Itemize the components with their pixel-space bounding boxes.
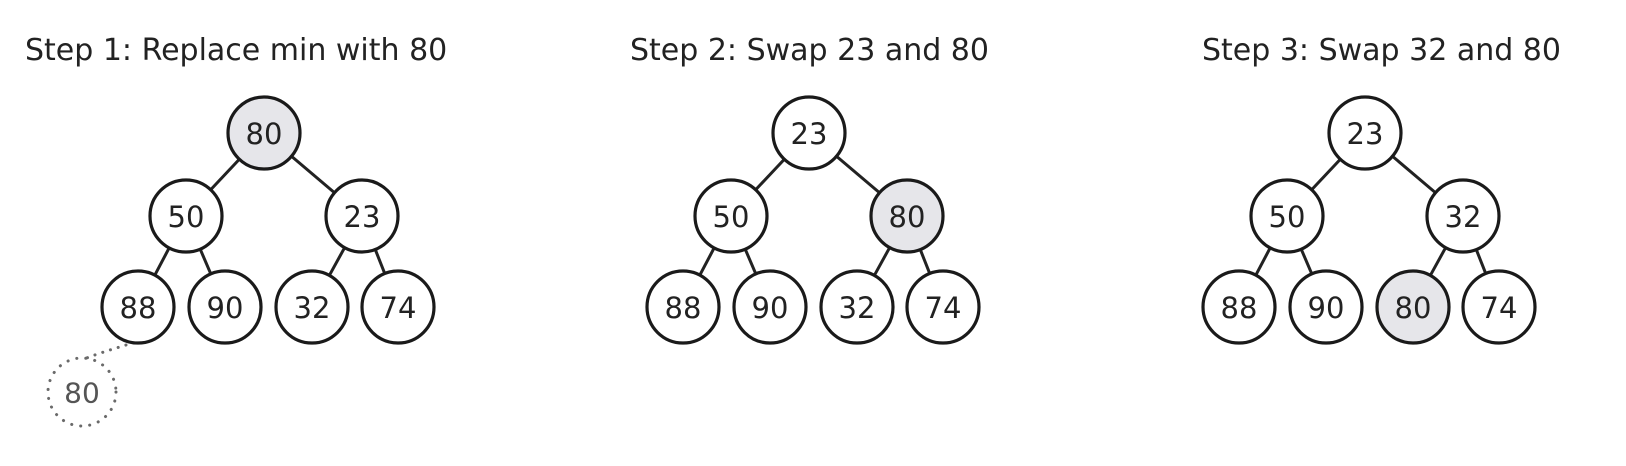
node-circle [693,178,769,254]
node-value: 23 [344,200,381,234]
heap-node: 50 [693,178,769,254]
heap-node: 88 [645,269,721,345]
tree-edge [1254,247,1272,276]
node-circle [187,269,263,345]
tree-edge [153,247,171,276]
tree-edge [698,247,716,276]
highlighted-node-circle [869,178,945,254]
heap-node: 90 [187,269,263,345]
ghost-connector [80,343,128,362]
node-circle [1288,269,1364,345]
node-value: 23 [791,117,828,151]
step-title: Step 3: Swap 32 and 80 [1202,33,1561,68]
tree-edge [918,248,932,275]
step-1-panel: Step 1: Replace min with 80 80 50 23 88 90 32 7… [25,33,447,428]
step-3-panel: Step 3: Swap 32 and 80 23 50 32 88 90 80 74 [1201,33,1561,345]
heap-node: 80 [869,178,945,254]
node-value: 88 [1221,291,1258,325]
heap-node: 74 [1461,269,1537,345]
node-circle [274,269,350,345]
heap-node: 23 [771,95,847,171]
node-value: 32 [1445,200,1482,234]
node-circle [645,269,721,345]
heap-node: 32 [819,269,895,345]
node-value: 90 [1308,291,1345,325]
tree-edge [198,248,213,275]
node-value: 74 [380,291,417,325]
node-circle [1461,269,1537,345]
tree-edge [1299,248,1314,275]
step-title: Step 1: Replace min with 80 [25,33,447,68]
node-value: 90 [752,291,789,325]
node-value: 50 [713,200,750,234]
tree-edge [373,248,387,275]
node-value: 90 [207,291,244,325]
tree-edge [754,158,786,191]
heap-node: 23 [1327,95,1403,171]
heap-node: 90 [1288,269,1364,345]
node-value: 74 [1481,291,1518,325]
tree-edge [743,248,758,275]
node-circle [100,269,176,345]
tree-edge [835,155,881,194]
node-circle [324,178,400,254]
tree-edge [1429,246,1447,277]
node-circle [148,178,224,254]
node-circle [905,269,981,345]
heap-node: 74 [360,269,436,345]
heap-node: 88 [100,269,176,345]
removed-node-ghost: 80 [46,343,128,428]
node-value: 74 [925,291,962,325]
heap-node: 80 [1375,269,1451,345]
node-circle [1425,178,1501,254]
tree-edge [328,246,346,277]
heap-node: 23 [324,178,400,254]
tree-edge [1310,158,1342,191]
node-value: 50 [1269,200,1306,234]
heap-node: 74 [905,269,981,345]
node-circle [771,95,847,171]
tree-edge [290,155,336,194]
heap-node: 90 [732,269,808,345]
node-value: 80 [246,117,283,151]
step-title: Step 2: Swap 23 and 80 [630,33,989,68]
tree-edge [209,158,241,191]
heap-node: 80 [226,95,302,171]
heap-node: 32 [274,269,350,345]
tree-edge [1474,248,1488,275]
node-circle [819,269,895,345]
heap-node: 50 [148,178,224,254]
node-value: 88 [665,291,702,325]
node-circle [1327,95,1403,171]
node-circle [732,269,808,345]
node-circle [1201,269,1277,345]
ghost-node-circle [46,356,118,428]
node-value: 23 [1347,117,1384,151]
node-value: 50 [168,200,205,234]
node-value: 88 [120,291,157,325]
highlighted-node-circle [1375,269,1451,345]
highlighted-node-circle [226,95,302,171]
node-value: 80 [889,200,926,234]
tree-edge [1391,155,1437,194]
node-value: 32 [294,291,331,325]
tree-edge [873,246,891,277]
heap-node: 50 [1249,178,1325,254]
node-value: 32 [839,291,876,325]
ghost-node-value: 80 [64,377,100,410]
node-value: 80 [1395,291,1432,325]
step-2-panel: Step 2: Swap 23 and 80 23 50 80 88 90 32 74 [630,33,989,345]
node-circle [1249,178,1325,254]
heap-node: 32 [1425,178,1501,254]
heap-node: 88 [1201,269,1277,345]
node-circle [360,269,436,345]
